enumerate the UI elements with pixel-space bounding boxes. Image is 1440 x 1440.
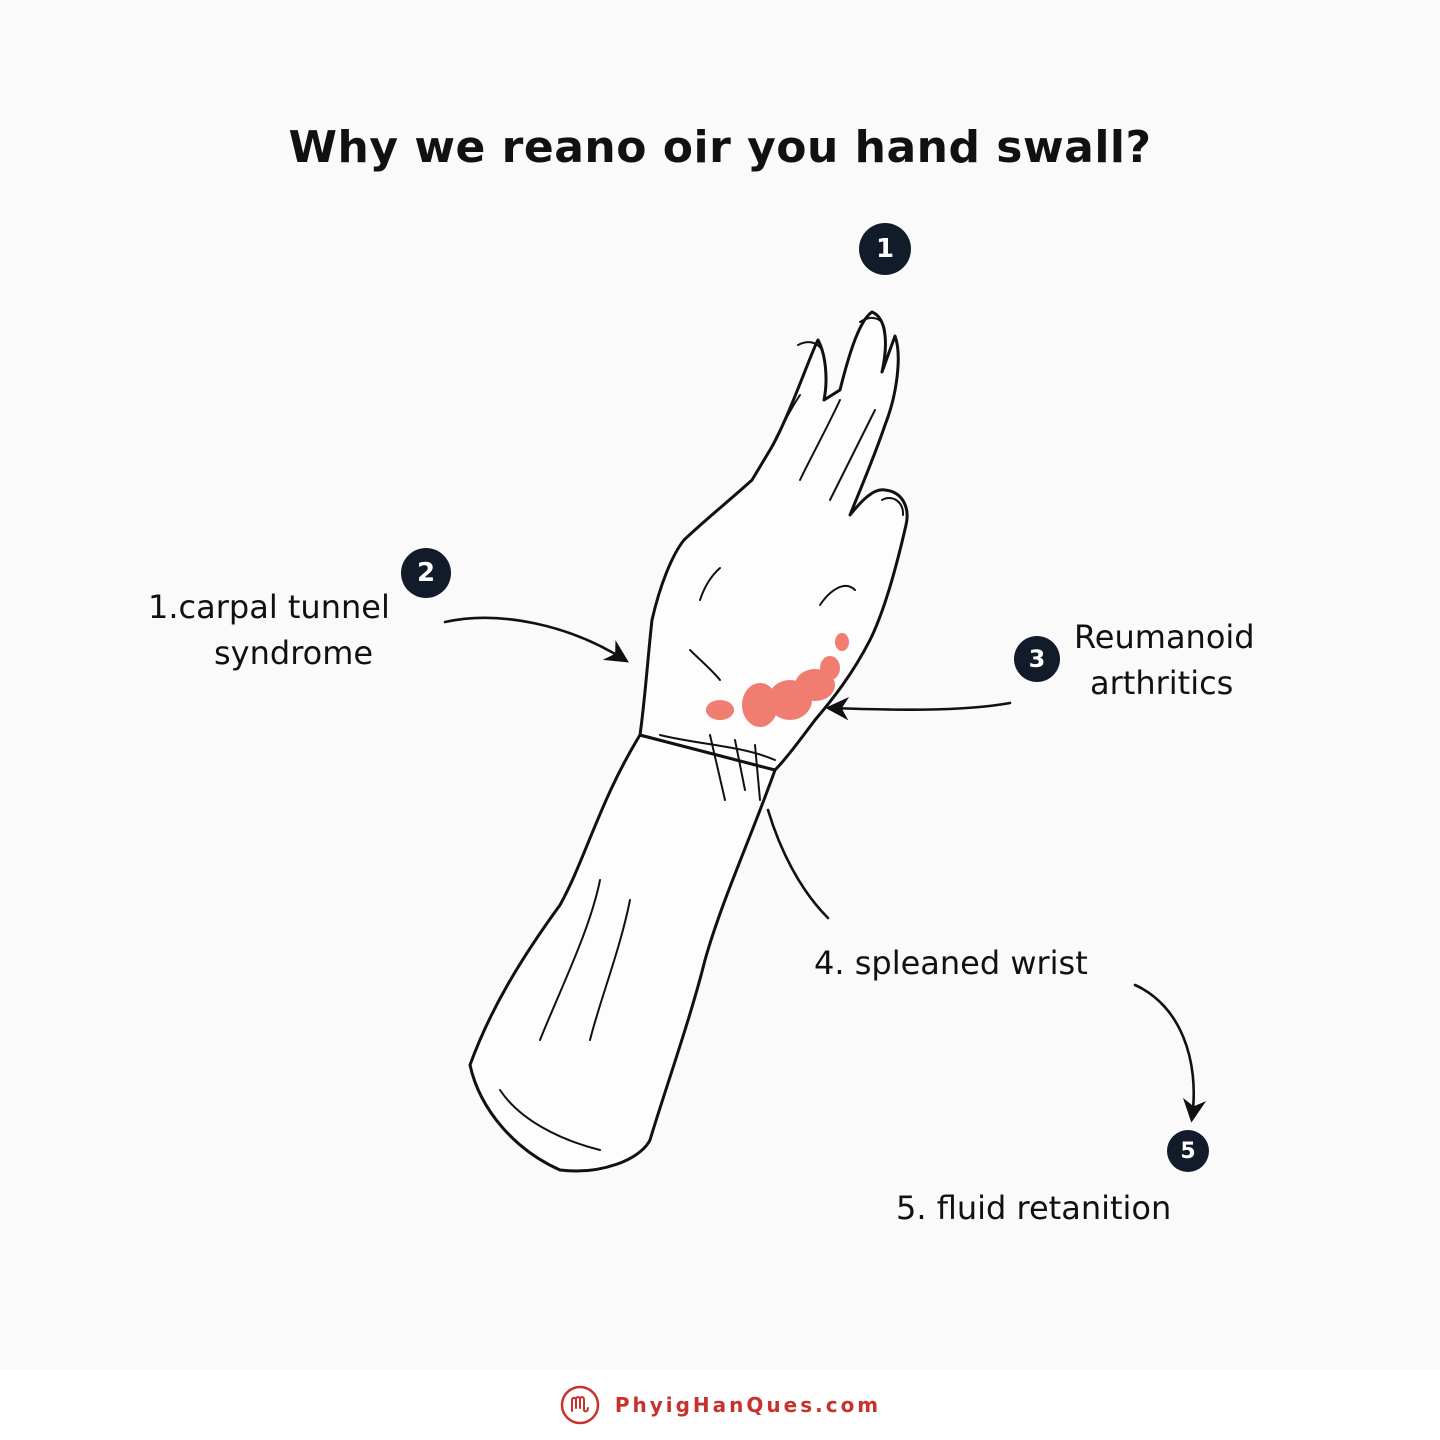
arrow-carpal-tunnel [443,616,629,663]
line-sprained-wrist [766,808,830,920]
arrow-fluid-retention [1133,983,1207,1123]
label-rheumatoid-line1: Reumanoid [1074,618,1255,656]
finger-details [499,316,905,1151]
label-fluid-retention: 5. fluid retanition [896,1189,1172,1227]
label-rheumatoid-line2: arthritics [1090,664,1234,702]
page-title: Why we reano oir you hand swall? [288,122,1152,173]
label-sprained-wrist: 4. spleaned wrist [814,944,1088,982]
badge-2: 2 [401,548,451,598]
footer-brand-link[interactable]: PhyigHanQues.com [614,1393,882,1417]
hand-circle-logo-icon [560,1385,600,1425]
footer: PhyigHanQues.com [0,1370,1440,1440]
callout-arrows [443,616,1207,1123]
label-carpal-tunnel: 1.carpal tunnel syndrome [148,584,390,676]
forearm-and-hand-outline [468,310,909,1173]
label-carpal-line2: syndrome [214,634,374,672]
inflammation-patches [706,633,849,727]
badge-3: 3 [1014,636,1060,682]
badge-1: 1 [859,223,911,275]
label-carpal-line1: 1.carpal tunnel [148,588,390,626]
arrow-rheumatoid [825,696,1012,721]
label-rheumatoid: Reumanoid arthritics [1074,614,1255,706]
badge-5: 5 [1167,1130,1209,1172]
